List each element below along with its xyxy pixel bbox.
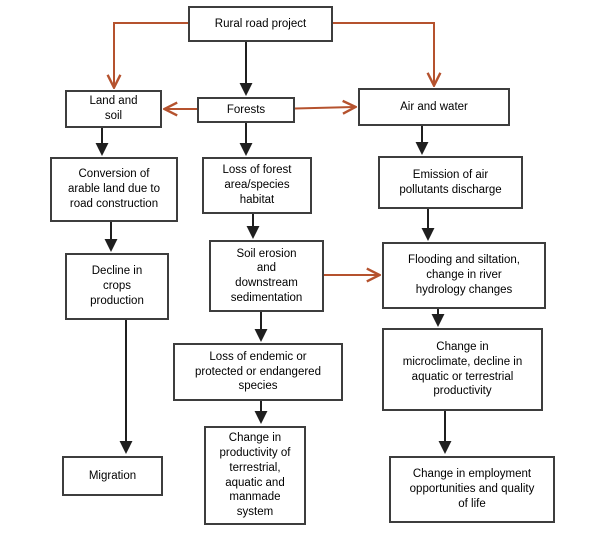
node-flooding-siltation: Flooding and siltation, change in river … <box>382 242 546 309</box>
node-decline-crops-production: Decline in crops production <box>65 253 169 320</box>
accent-edges <box>114 22 434 275</box>
node-soil-erosion-sedimentation: Soil erosion and downstream sedimentatio… <box>209 240 324 312</box>
node-rural-road-project: Rural road project <box>188 6 333 42</box>
node-change-productivity: Change in productivity of terrestrial, a… <box>204 426 306 525</box>
node-conversion-arable-land: Conversion of arable land due to road co… <box>50 157 178 222</box>
node-loss-forest-habitat: Loss of forest area/species habitat <box>202 157 312 214</box>
edge-root-to-air-water <box>333 22 434 84</box>
node-emission-air-pollutants: Emission of air pollutants discharge <box>378 156 523 209</box>
node-migration: Migration <box>62 456 163 496</box>
primary-edges <box>95 42 452 454</box>
edge-forests-to-air-water <box>294 107 354 109</box>
node-air-and-water: Air and water <box>358 88 510 126</box>
edge-root-to-land-soil <box>114 22 188 86</box>
node-change-employment: Change in employment opportunities and q… <box>389 456 555 523</box>
node-change-microclimate: Change in microclimate, decline in aquat… <box>382 328 543 411</box>
node-forests: Forests <box>197 97 295 123</box>
node-loss-endemic-species: Loss of endemic or protected or endanger… <box>173 343 343 401</box>
node-land-and-soil: Land and soil <box>65 90 162 128</box>
